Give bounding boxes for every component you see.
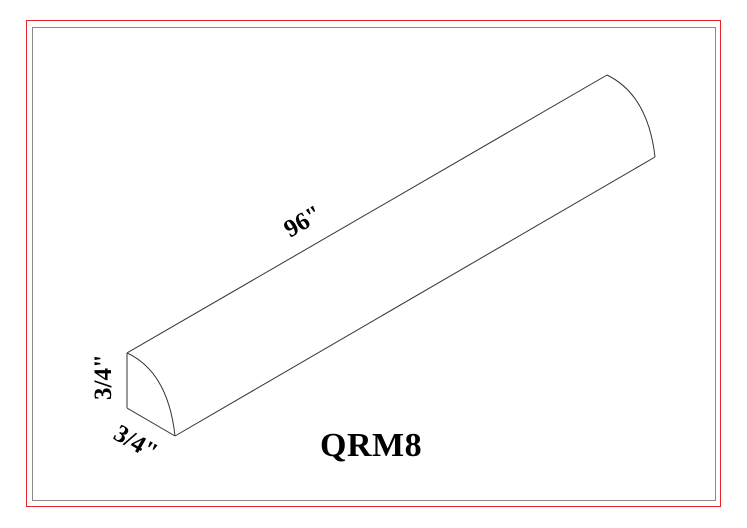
- end-face-bottom-edge: [126, 407, 176, 437]
- width-dimension-label: 3/4": [109, 420, 162, 466]
- bottom-long-edge: [174, 156, 656, 437]
- part-number-label: QRM8: [320, 427, 423, 464]
- top-long-edge: [126, 74, 608, 354]
- inner-border-frame: [32, 27, 716, 501]
- end-face-arc: [126, 352, 176, 437]
- height-dimension-label: 3/4": [90, 354, 117, 400]
- outer-border-frame: [26, 20, 721, 507]
- length-dimension-label: 96": [280, 200, 327, 243]
- far-end-arc: [606, 74, 656, 158]
